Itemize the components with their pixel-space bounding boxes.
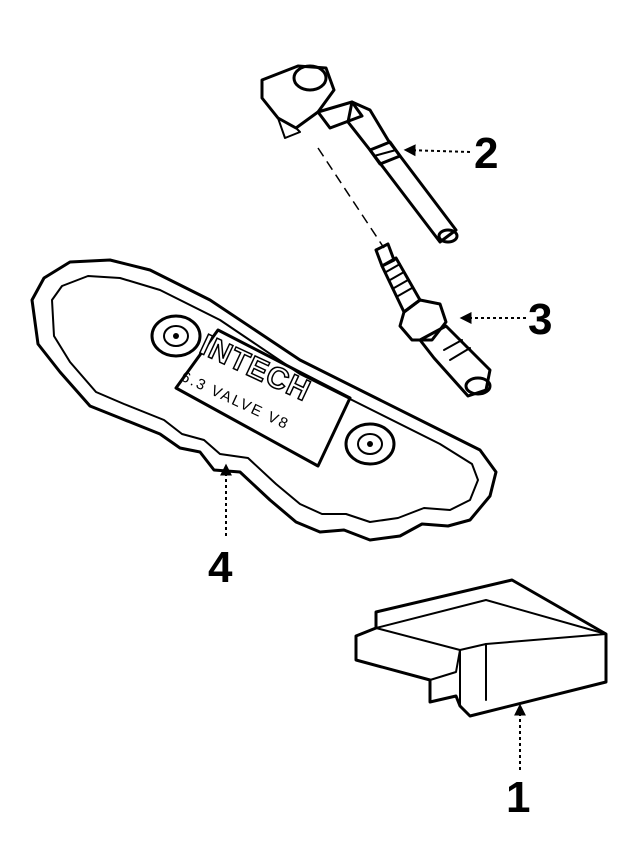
centerline — [317, 147, 385, 249]
callout-leaders — [220, 144, 526, 770]
ignition-coil — [260, 64, 459, 244]
callout-4: 4 — [208, 543, 233, 592]
spark-plug — [374, 242, 492, 398]
control-module — [354, 578, 608, 718]
callout-1: 1 — [506, 773, 530, 822]
callout-3: 3 — [528, 295, 552, 344]
leader-2 — [403, 144, 471, 157]
callout-2: 2 — [474, 129, 498, 178]
